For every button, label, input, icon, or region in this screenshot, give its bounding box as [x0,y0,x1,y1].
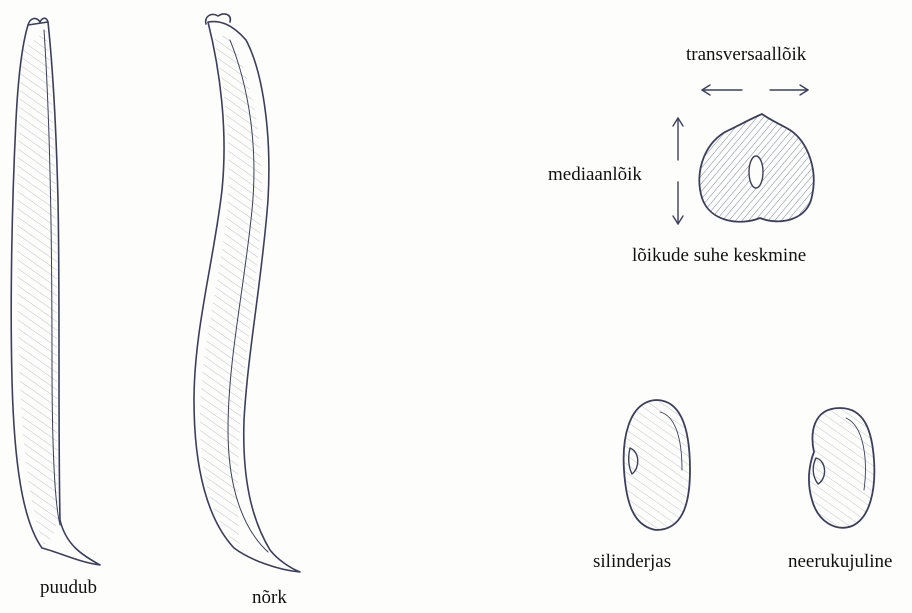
transverse-section-label: transversaallõik [686,45,806,64]
seed-label-kidney: neerukujuline [788,552,892,571]
seed-drawing-cylindrical [624,400,690,530]
median-section-label: mediaanlõik [548,165,642,184]
seed-label-cylindrical: silinderjas [593,552,671,571]
transverse-arrows [702,85,808,95]
pod-label-1: puudub [40,578,97,597]
bean-pod-drawing-2 [194,14,300,572]
median-arrows [673,118,683,224]
seed-cross-section-drawing [699,114,813,222]
seed-drawing-kidney [809,408,874,528]
bean-pod-drawing-1 [11,18,100,565]
pod-label-2: nõrk [252,588,287,607]
cross-section-caption: lõikude suhe keskmine [632,246,806,265]
